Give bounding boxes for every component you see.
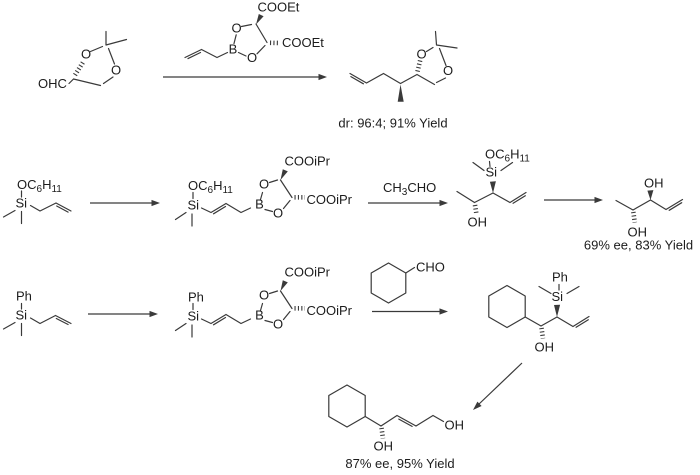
intermediate-phenylsilane-boronate-ipr: Ph Si B O O COOiPr COOiPr [174,265,353,338]
boron-label: B [255,308,264,323]
product-cyclohexyl-butene-diol: OH OH [328,384,465,454]
bold-wedge-bond [280,169,288,180]
phenyl-label: Ph [552,270,568,285]
hashed-wedge-bond [73,60,86,77]
bonds [405,266,416,274]
reaction-arrow-step4-diagonal [473,362,523,410]
reaction-arrow-step3a [88,310,158,318]
hydroxyl-label: OH [445,418,465,433]
oxygen-label: O [259,177,269,192]
bold-wedge-silicon [489,181,496,193]
bonds [184,23,268,60]
hydroxyl-label: OH [374,439,394,454]
hashed-wedge-hydroxyl [631,211,638,223]
bold-wedge-methyl [397,84,404,102]
caption-step1-yield: dr: 96:4; 91% Yield [338,116,447,131]
aldehyde-label: CHO [416,260,445,275]
hydroxyl-label: OH [628,225,648,240]
reaction-arrow-step1 [163,73,327,81]
caption-step3-yield: 87% ee, 95% Yield [345,456,454,471]
ocyclohexyl-label: OC6H11 [485,147,530,165]
ester-label: COOEt [282,35,324,50]
intermediate-vinylsilane-boronate-ipr: OC6H11 Si B O O COOiPr COOiPr [174,154,353,227]
oxygen-label: O [259,288,269,303]
bold-wedge-hydroxyl [647,190,654,200]
hashed-wedge-hydroxyl [472,204,479,215]
ocyclohexyl-label: OC6H11 [17,177,62,195]
structure-allyl-cyclohexyloxy-silane: OC6H11 Si [2,177,72,225]
acetaldehyde-reagent-label: CH3CHO [383,180,436,198]
oxygen-label: O [443,63,453,78]
arrow-head [149,310,158,318]
bold-wedge-bond [280,280,288,291]
arrow-head [318,73,327,81]
cyclohexane-ring [370,262,407,304]
silicon-label: Si [188,309,200,324]
structure-glyceraldehyde-acetonide: OHC O O [38,30,128,91]
bold-wedge-silicon [554,304,561,317]
bonds [615,198,684,211]
bonds [2,190,72,225]
silicon-label: Si [552,289,564,304]
oxygen-label: O [273,206,283,221]
silicon-label: Si [188,198,200,213]
bonds [174,179,293,227]
ester-label: COOEt [258,0,300,15]
ester-label: COOiPr [307,303,353,318]
ocyclohexyl-label: OC6H11 [188,178,233,196]
reaction-arrow-step2b: CH3CHO [368,180,448,207]
silicon-label: Si [16,196,28,211]
arrow-head [439,308,448,315]
oxygen-label: O [111,63,121,78]
hydroxyl-label: OH [535,340,555,355]
ester-label: COOiPr [307,192,353,207]
reagent-allyl-tartrate-boronate-et: B O O COOEt COOEt [184,0,324,65]
oxygen-label: O [81,47,91,62]
bonds [524,283,590,328]
ester-label: COOiPr [285,154,331,169]
product-homoallyl-acetonide: O O [349,30,458,102]
reaction-arrow-step2a [90,199,160,207]
phenyl-label: Ph [16,289,32,304]
hydroxyl-label: OH [644,176,664,191]
arrow-shaft [477,362,523,406]
bonds [68,30,128,87]
product-pentene-diol: OH OH [615,176,684,240]
oxygen-label: O [231,21,241,36]
ester-label: COOiPr [285,265,331,280]
reaction-arrow-step2c [544,196,603,204]
hashed-wedge-hydroxyl [539,327,546,339]
product-cyclohexyl-silyl-alcohol: Ph Si OH [488,270,590,355]
reaction-arrow-step3b [372,308,448,315]
aldehyde-label: OHC [38,76,67,91]
hydroxyl-label: OH [468,215,488,230]
silicon-label: Si [16,308,28,323]
bonds [2,302,72,337]
silicon-label: Si [486,165,498,180]
hashed-wedge-bond [415,58,423,73]
bold-wedge-bond [256,14,264,25]
product-silyl-homoallylic-alcohol: OC6H11 Si OH [456,147,530,230]
cyclohexane-ring [328,384,366,428]
structure-allyl-dimethylphenylsilane: Ph Si [2,289,72,337]
oxygen-label: O [247,50,257,65]
bonds [174,290,293,338]
reagent-cyclohexanecarboxaldehyde: CHO [370,260,445,304]
oxygen-label: O [416,47,426,62]
bonds [456,160,527,204]
bonds [364,414,445,427]
boron-label: B [229,42,238,57]
phenyl-label: Ph [188,290,204,305]
cyclohexane-ring [488,284,526,329]
caption-step2-yield: 69% ee, 83% Yield [584,238,693,253]
oxygen-label: O [273,317,283,332]
hashed-wedge-hydroxyl [379,427,386,439]
boron-label: B [255,197,264,212]
arrow-head [594,196,603,204]
arrow-head [473,401,482,410]
bonds [349,30,458,86]
arrow-head [439,199,448,207]
arrow-head [151,199,160,207]
